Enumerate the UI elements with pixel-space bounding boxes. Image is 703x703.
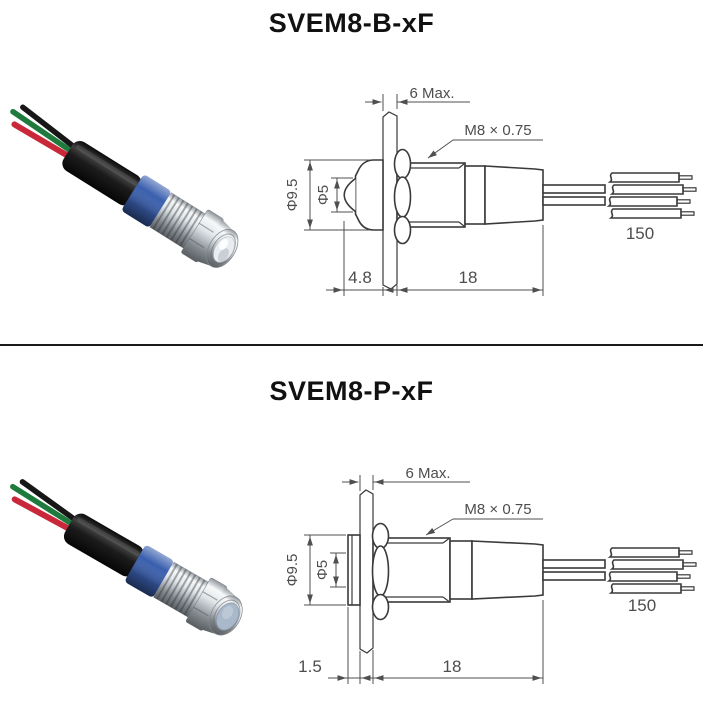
wire-pin bbox=[676, 199, 691, 204]
thread-spec-label: M8 × 0.75 bbox=[464, 501, 531, 518]
wire-pin bbox=[680, 586, 695, 591]
product-photo-flat bbox=[10, 479, 243, 636]
cable-highlight bbox=[77, 517, 141, 557]
dimension-lines bbox=[304, 94, 544, 296]
dome-lens bbox=[213, 236, 235, 263]
cable-sleeve bbox=[63, 513, 144, 577]
body-length-label: 18 bbox=[459, 268, 478, 287]
lens-highlight bbox=[222, 605, 234, 620]
wire-bundle bbox=[606, 172, 697, 219]
indicator-head-profile bbox=[347, 534, 361, 606]
product-title-flat: SVEM8-P-xF bbox=[269, 376, 434, 406]
wire-length-label: 150 bbox=[626, 224, 654, 243]
threaded-body bbox=[153, 561, 209, 618]
lens-diameter-label: Φ5 bbox=[315, 185, 332, 205]
thread-spec-label: M8 × 0.75 bbox=[464, 122, 531, 139]
dimension-drawing-flat: 6 Max. M8 × 0.75 Φ9.5 Φ5 1.5 18 150 bbox=[284, 465, 697, 684]
lead-wires bbox=[542, 559, 606, 581]
rear-housing-taper bbox=[471, 540, 544, 600]
wire-length-label: 150 bbox=[628, 596, 656, 615]
wire-pin bbox=[682, 187, 697, 192]
lens-highlight bbox=[219, 239, 229, 250]
wire-pin bbox=[682, 562, 697, 567]
head-protrusion-label: 4.8 bbox=[348, 268, 372, 287]
rear-housing-taper bbox=[484, 165, 544, 225]
nut-facet-lines bbox=[193, 591, 220, 618]
panel-thickness-label: 6 Max. bbox=[409, 85, 454, 102]
dimension-drawing-dome: 6 Max. M8 × 0.75 Φ9.5 Φ5 4.8 18 150 bbox=[284, 85, 697, 296]
wire-pin bbox=[680, 211, 695, 216]
wire-pin bbox=[678, 550, 693, 555]
body-length-label: 18 bbox=[443, 657, 462, 676]
lens-diameter-label: Φ5 bbox=[314, 560, 331, 580]
threaded-body bbox=[149, 192, 206, 249]
indicator-assembly bbox=[10, 479, 243, 636]
blue-ring-shade bbox=[125, 545, 173, 597]
dimension-lines bbox=[304, 475, 544, 684]
hex-nut-profile bbox=[393, 148, 412, 245]
cable-highlight bbox=[76, 144, 138, 186]
wire-green bbox=[10, 108, 82, 160]
flat-lens bbox=[215, 602, 240, 631]
mounting-panel bbox=[382, 111, 398, 290]
wire-black bbox=[20, 104, 82, 154]
lens-shadow bbox=[217, 248, 229, 262]
section-divider bbox=[0, 344, 703, 346]
rear-housing-front bbox=[464, 165, 486, 225]
blue-ring-shade bbox=[122, 175, 171, 227]
rear-housing-front bbox=[449, 540, 473, 600]
cable-sleeve bbox=[62, 140, 142, 206]
dome-lens-profile bbox=[343, 177, 356, 213]
indicator-assembly bbox=[10, 104, 239, 268]
head-diameter-label: Φ9.5 bbox=[284, 179, 301, 212]
panel-thickness-label: 6 Max. bbox=[405, 465, 450, 482]
thread-ridges bbox=[156, 563, 206, 616]
lead-wires bbox=[542, 184, 606, 206]
wire-pin bbox=[678, 175, 693, 180]
head-diameter-label: Φ9.5 bbox=[284, 554, 301, 587]
hex-nut-profile bbox=[371, 522, 390, 621]
product-title-dome: SVEM8-B-xF bbox=[268, 8, 435, 38]
thread-lines bbox=[377, 538, 450, 602]
indicator-head-profile bbox=[354, 159, 384, 231]
mounting-panel bbox=[359, 489, 374, 654]
thread-ridges bbox=[152, 194, 203, 247]
wire-green bbox=[10, 483, 84, 533]
head-protrusion-label: 1.5 bbox=[298, 657, 322, 676]
wire-pin bbox=[676, 574, 691, 579]
face-ring bbox=[213, 599, 241, 633]
nut-facet-lines bbox=[189, 222, 216, 250]
thread-lines bbox=[401, 163, 465, 227]
wire-bundle bbox=[606, 547, 697, 594]
wire-black bbox=[19, 479, 83, 526]
product-photo-dome bbox=[10, 104, 239, 268]
